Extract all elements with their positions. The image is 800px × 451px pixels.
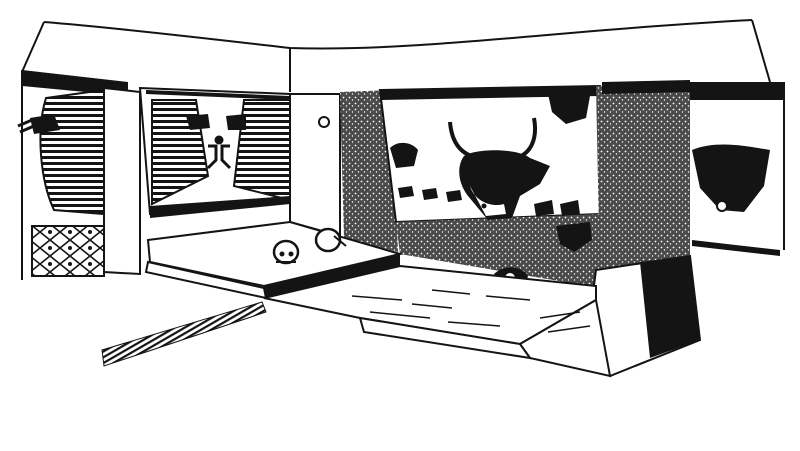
horned-bench-icon bbox=[494, 254, 702, 378]
left-wall-leopard-relief-icon bbox=[17, 88, 105, 216]
right-dark-pillar bbox=[596, 82, 690, 280]
goddess-figure-icon bbox=[206, 135, 232, 170]
wall-niche bbox=[289, 93, 341, 238]
geometric-rug-panel bbox=[31, 225, 105, 277]
stippled-pillar bbox=[340, 90, 398, 252]
left-wall bbox=[21, 70, 141, 280]
floor-hatching-icon bbox=[101, 301, 267, 367]
skull-right-icon bbox=[314, 227, 347, 253]
bucrania-row-icon bbox=[390, 88, 592, 252]
shrine-ceiling-icon bbox=[21, 19, 771, 92]
main-floor bbox=[263, 264, 612, 378]
back-wall-leopards-relief-icon bbox=[138, 86, 291, 218]
skull-left-icon bbox=[272, 239, 300, 265]
bull-head-relief-icon bbox=[448, 117, 550, 220]
far-right-wall bbox=[690, 82, 785, 256]
